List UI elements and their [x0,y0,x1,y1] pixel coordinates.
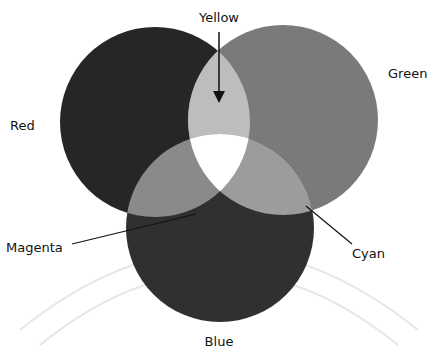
green-label: Green [388,66,427,82]
white-center [126,134,314,322]
magenta-leader [72,214,196,244]
cyan-label: Cyan [352,246,385,262]
yellow-arrow [218,32,220,100]
cyan-leader [306,206,352,244]
red-label: Red [10,118,35,134]
blue-circle [126,134,314,322]
magenta-label: Magenta [6,240,63,256]
cyan-overlap [126,134,314,322]
blue-label: Blue [205,334,234,350]
magenta-overlap [126,134,314,322]
yellow-label: Yellow [199,10,239,26]
